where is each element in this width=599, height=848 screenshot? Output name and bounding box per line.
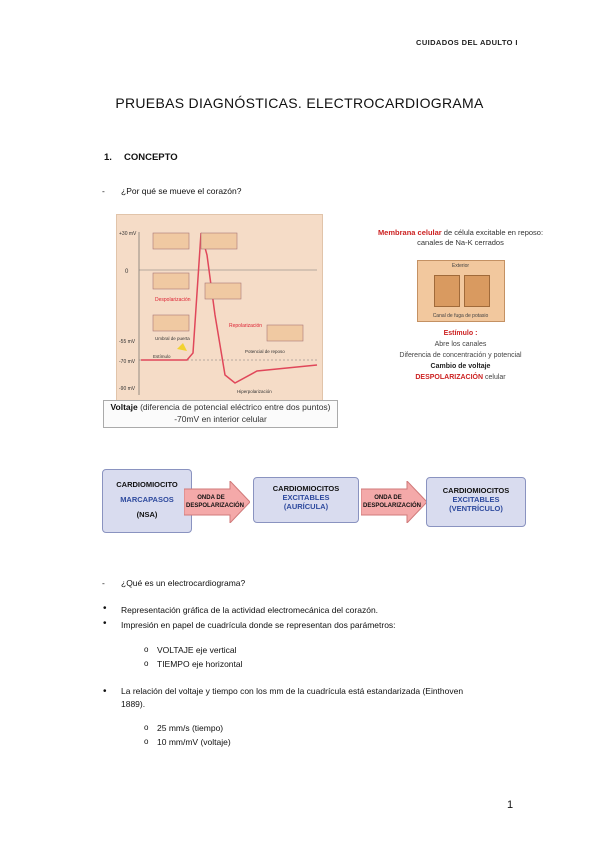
abre-label: Abre los canales [434, 341, 487, 348]
arrow1-line1: ONDA DE [197, 495, 225, 501]
action-potential-figure: +30 mV 0 -55 mV -70 mV -90 mV Despolariz… [116, 214, 323, 402]
bullet-2: • Impresión en papel de cuadrícula donde… [103, 618, 396, 630]
bullet-2-text: Impresión en papel de cuadrícula donde s… [121, 620, 396, 630]
bullet-3-line1: La relación del voltaje y tiempo con los… [121, 686, 464, 696]
arrow2-line2: DESPOLARIZACIÓN [363, 503, 422, 509]
flow-box-ventriculo: CARDIOMIOCITOS EXCITABLES (VENTRÍCULO) [426, 477, 526, 527]
action-potential-svg: +30 mV 0 -55 mV -70 mV -90 mV Despolariz… [119, 231, 318, 395]
question-1: - ¿Por qué se mueve el corazón? [102, 186, 242, 196]
flow-box3-line2: EXCITABLES [452, 495, 500, 504]
membrane-title: Membrana celular de célula excitable en … [368, 228, 553, 238]
flow-box3-line1: CARDIOMIOCITOS [442, 486, 510, 495]
flow-arrow-2-label: ONDA DE DESPOLARIZACIÓN [363, 494, 422, 510]
bullet-dot: • [103, 618, 107, 629]
bullet-1-text: Representación gráfica de la actividad e… [121, 605, 379, 615]
membrane-title-red: Membrana celular [377, 228, 442, 237]
sub-marker: o [144, 737, 149, 746]
flow-box1-line1: CARDIOMIOCITO [116, 480, 178, 489]
arrow1-line2: DESPOLARIZACIÓN [186, 503, 245, 509]
bullet-3-line2: 1889). [121, 699, 146, 709]
membrane-figure: Membrana celular de célula excitable en … [368, 228, 553, 408]
caption-line2: -70mV en interior celular [174, 414, 267, 424]
sub-item-mmmv-text: 10 mm/mV (voltaje) [157, 737, 231, 747]
membrane-box-2 [200, 232, 238, 250]
sub-item-mms-text: 25 mm/s (tiempo) [157, 723, 224, 733]
voltage-caption: Voltaje (diferencia de potencial eléctri… [103, 400, 338, 428]
bullet-1: • Representación gráfica de la actividad… [103, 603, 379, 615]
flow-arrow-1-label: ONDA DE DESPOLARIZACIÓN [186, 494, 245, 510]
running-header: CUIDADOS DEL ADULTO I [416, 38, 518, 47]
cell-label-bottom: Canal de fuga de potasio [432, 313, 489, 319]
flow-box-marcapasos: CARDIOMIOCITO MARCAPASOS (NSA) [102, 469, 192, 533]
flow-box2-line1: CARDIOMIOCITOS [272, 484, 340, 493]
membrane-box-5 [152, 314, 190, 332]
section-heading: 1. CONCEPTO [104, 152, 178, 163]
cell-label-top: Exterior [451, 263, 470, 269]
sub-marker: o [144, 659, 149, 668]
despol-red: DESPOLARIZACIÓN [415, 374, 484, 381]
sub-item-mms: o 25 mm/s (tiempo) [144, 723, 224, 733]
cambio-label: Cambio de voltaje [430, 363, 491, 370]
stimulus-bolt-icon [177, 343, 187, 351]
membrane-title-rest: de célula excitable en reposo: [441, 228, 544, 237]
y-label-0: 0 [125, 269, 129, 275]
dash-marker: - [102, 186, 105, 196]
flow-box2-line2: EXCITABLES [282, 493, 330, 502]
membrane-box-4 [204, 282, 242, 300]
potential-curve [141, 232, 318, 384]
arrow2-line1: ONDA DE [374, 495, 402, 501]
sub-item-voltaje-text: VOLTAJE eje vertical [157, 645, 237, 655]
bullet-dot: • [103, 603, 107, 614]
membrane-box-3 [152, 272, 190, 290]
sub-item-mmmv: o 10 mm/mV (voltaje) [144, 737, 231, 747]
section-label: CONCEPTO [124, 152, 178, 163]
y-label-70: -70 mV [119, 359, 136, 365]
caption-bold: Voltaje [110, 402, 138, 412]
flow-box1-line3: (NSA) [136, 510, 158, 519]
flow-box1-line2: MARCAPASOS [120, 495, 174, 504]
sub-marker: o [144, 645, 149, 654]
flow-box-auricula: CARDIOMIOCITOS EXCITABLES (AURÍCULA) [253, 477, 359, 523]
sodium-channel-icon [433, 275, 460, 307]
dash-marker: - [102, 578, 105, 588]
flow-box2-line3: (AURÍCULA) [283, 502, 329, 511]
label-umbral: Umbral de puerta [155, 336, 190, 341]
diferencia-label: Diferencia de concentración y potencial [399, 352, 522, 359]
section-number: 1. [104, 152, 112, 163]
question-2-text: ¿Qué es un electrocardiograma? [121, 578, 246, 588]
membrane-box-6 [266, 324, 304, 342]
despol-label: DESPOLARIZACIÓN celular [368, 372, 553, 383]
page-number: 1 [507, 799, 514, 811]
potassium-channel-icon [463, 275, 490, 307]
y-label-90: -90 mV [119, 386, 136, 392]
label-repolarizacion: Repolarización [229, 323, 262, 329]
flow-arrow-1 [184, 481, 250, 523]
label-despolarizacion: Despolarización [155, 297, 191, 303]
label-estimulo: Estímulo [153, 354, 171, 359]
label-potencial: Potencial de reposo [245, 349, 285, 354]
sub-item-tiempo-text: TIEMPO eje horizontal [157, 659, 243, 669]
estimulo-label: Estímulo : [443, 330, 478, 337]
bullet-3: • La relación del voltaje y tiempo con l… [103, 685, 464, 711]
cell-membrane-diagram: Exterior Canal de fuga de potasio [416, 260, 505, 322]
question-2: - ¿Qué es un electrocardiograma? [102, 578, 246, 588]
flow-arrow-2 [361, 481, 427, 523]
sub-marker: o [144, 723, 149, 732]
label-hiper: Hiperpolarización [237, 389, 272, 394]
page-title: PRUEBAS DIAGNÓSTICAS. ELECTROCARDIOGRAMA [115, 95, 484, 111]
membrane-box-1 [152, 232, 190, 250]
sub-item-tiempo: o TIEMPO eje horizontal [144, 659, 243, 669]
bullet-dot: • [103, 686, 107, 697]
y-label-55: -55 mV [119, 339, 136, 345]
question-1-text: ¿Por qué se mueve el corazón? [121, 186, 242, 196]
caption-rest: (diferencia de potencial eléctrico entre… [137, 402, 331, 412]
despol-rest: celular [483, 374, 506, 381]
membrane-title-line2: canales de Na-K cerrados [417, 238, 504, 247]
y-label-30: +30 mV [119, 231, 137, 237]
flow-box3-line3: (VENTRÍCULO) [449, 504, 503, 513]
sub-item-voltaje: o VOLTAJE eje vertical [144, 645, 237, 655]
